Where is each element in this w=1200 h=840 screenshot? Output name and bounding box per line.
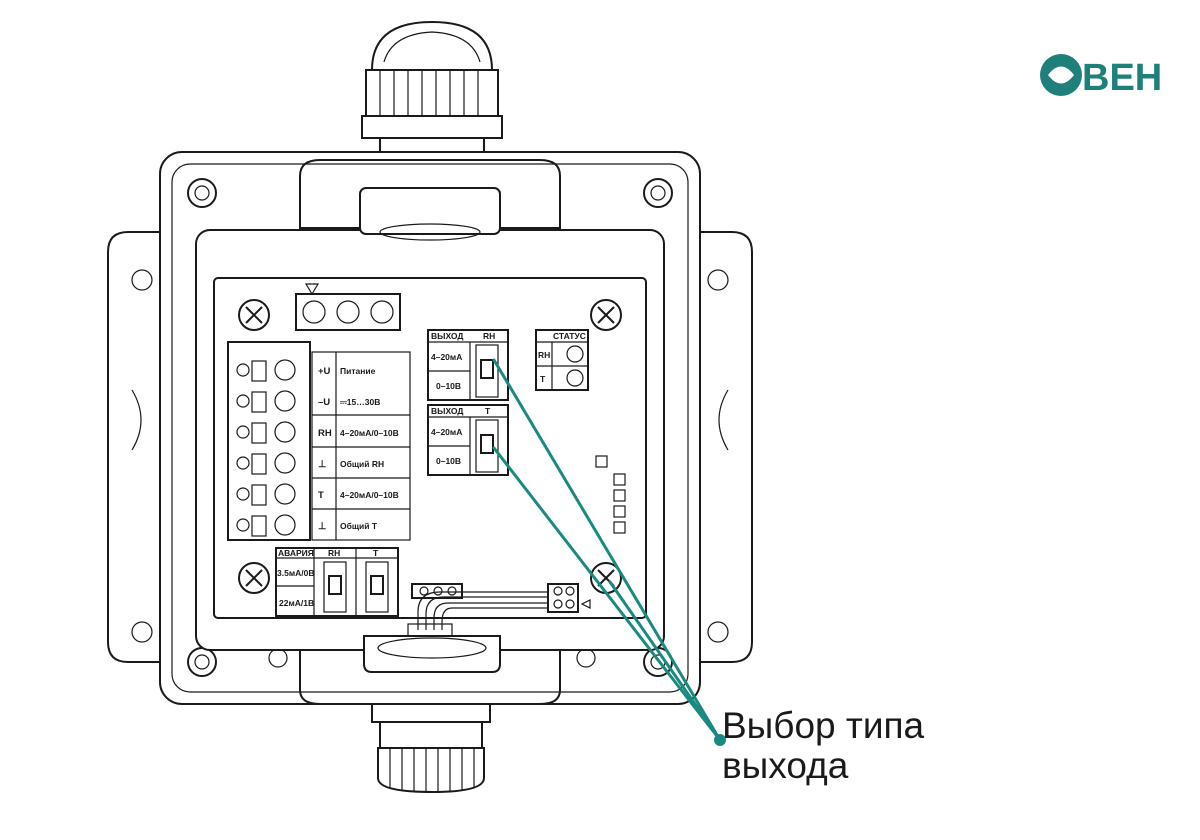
terminal-label: –U (318, 397, 330, 408)
alarm-col1: RH (328, 548, 340, 558)
output-rh-channel: RH (483, 331, 495, 341)
board-screws (238, 299, 622, 594)
bottom-cable-gland (363, 635, 501, 794)
sensor-wiring (407, 583, 591, 637)
terminal-description: Общий T (340, 521, 378, 531)
alarm-opt2: 22мА/1В (279, 598, 314, 608)
status-led-rh (566, 345, 584, 363)
status-block: СТАТУС RH T (535, 329, 589, 391)
terminal-description: ⎓15…30В (340, 397, 380, 407)
terminal-description: 4–20мА/0–10В (340, 428, 399, 438)
leader-line-alarm (608, 580, 722, 742)
board-pads (595, 455, 626, 534)
dip-switch-alarm-rh[interactable] (323, 561, 347, 613)
top-connector (295, 283, 401, 331)
terminal-clamp[interactable] (251, 360, 267, 382)
callout-dot (714, 734, 726, 746)
terminal-screw[interactable] (274, 483, 296, 505)
terminal-label: ⊥ (318, 521, 327, 532)
terminal-pin (236, 394, 250, 408)
terminal-description: 4–20мА/0–10В (340, 490, 399, 500)
callout-leaders (492, 358, 722, 742)
callout-line1: Выбор типа (722, 705, 925, 746)
terminal-screw[interactable] (274, 359, 296, 381)
terminal-pin (236, 363, 250, 377)
dip-switch-alarm-rh-slider (328, 575, 342, 595)
terminal-screw[interactable] (274, 421, 296, 443)
dip-switch-alarm-t-slider (370, 575, 384, 595)
terminal-clamp[interactable] (251, 391, 267, 413)
terminal-pin (236, 518, 250, 532)
dip-switch-t[interactable] (475, 419, 499, 473)
output-rh-title: ВЫХОД (431, 331, 463, 341)
output-t-opt1: 4–20мА (431, 427, 462, 437)
terminal-screw[interactable] (274, 452, 296, 474)
status-row2: T (540, 374, 546, 384)
terminal-label: ⊥ (318, 459, 327, 470)
terminal-label: RH (318, 428, 332, 439)
dip-switch-rh[interactable] (475, 344, 499, 398)
alarm-col2: T (373, 548, 379, 558)
terminal-clamp[interactable] (251, 422, 267, 444)
terminal-pin (236, 456, 250, 470)
oven-logo: ВЕН (1040, 54, 1162, 99)
terminal-label: T (318, 490, 324, 501)
logo-text: ВЕН (1082, 57, 1162, 99)
status-led-t (566, 369, 584, 387)
output-rh-opt2: 0–10В (436, 381, 461, 391)
dip-switch-alarm-t[interactable] (365, 561, 389, 613)
dip-switch-t-slider[interactable] (480, 434, 494, 454)
status-row1: RH (538, 350, 550, 360)
output-t-block: ВЫХОД T 4–20мА 0–10В (427, 404, 509, 476)
output-t-opt2: 0–10В (436, 456, 461, 466)
terminal-description: Питание (340, 366, 376, 376)
alarm-opt1: 3.5мА/0В (277, 568, 314, 578)
alarm-title: АВАРИЯ (278, 548, 314, 558)
leader-line-t (492, 446, 722, 742)
terminal-description: Общий RH (340, 459, 384, 469)
output-t-channel: T (485, 406, 491, 416)
terminal-clamp[interactable] (251, 515, 267, 537)
terminal-clamp[interactable] (251, 484, 267, 506)
terminal-pin (236, 425, 250, 439)
terminal-pin (236, 487, 250, 501)
leader-line-rh (492, 358, 722, 742)
terminal-screw[interactable] (274, 390, 296, 412)
alarm-block: АВАРИЯ RH T 3.5мА/0В 22мА/1В (275, 547, 399, 617)
callout-line2: выхода (722, 745, 849, 786)
output-t-title: ВЫХОД (431, 406, 463, 416)
terminal-label: +U (318, 366, 331, 377)
dip-switch-rh-slider[interactable] (480, 359, 494, 379)
top-cable-gland (361, 20, 503, 153)
terminal-block (227, 341, 411, 541)
terminal-screw[interactable] (274, 514, 296, 536)
output-rh-block: ВЫХОД RH 4–20мА 0–10В (427, 329, 509, 401)
output-rh-opt1: 4–20мА (431, 352, 462, 362)
terminal-rows: +U Питание –U ⎓15…30В RH 4–20мА/0–10В ⊥ Общий R… (236, 359, 399, 537)
status-title: СТАТУС (553, 331, 586, 341)
terminal-clamp[interactable] (251, 453, 267, 475)
